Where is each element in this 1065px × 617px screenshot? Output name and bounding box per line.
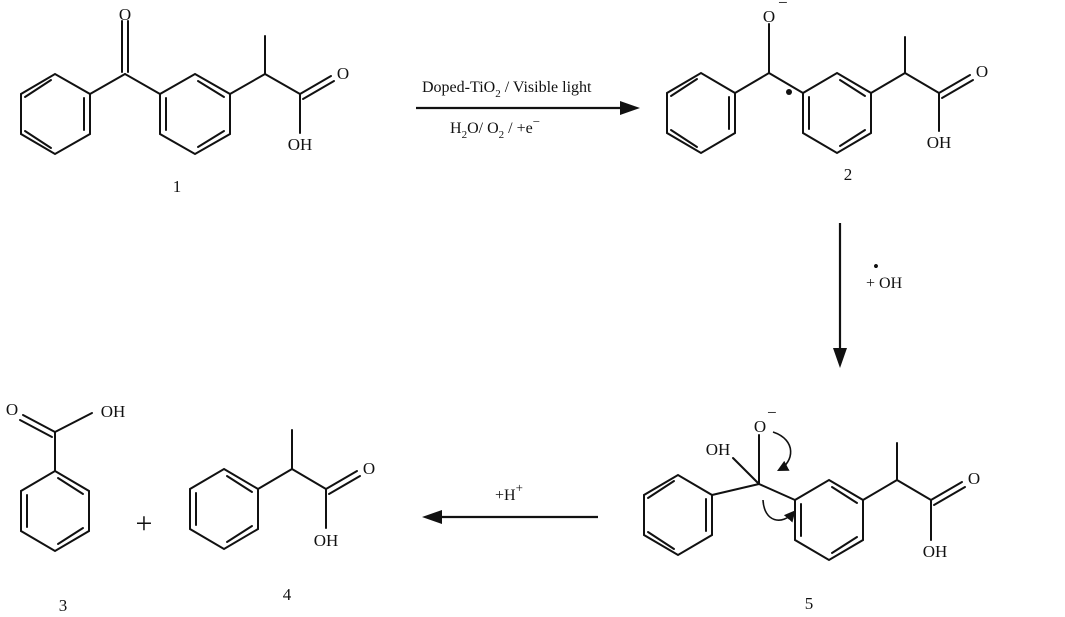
acid-oxygen-label: O — [976, 62, 988, 81]
compound-3: O OH 3 — [6, 400, 125, 615]
compound-5-number: 5 — [805, 594, 814, 613]
compound-4: O OH 4 — [189, 429, 375, 604]
carbonyl-bridge: O — [89, 5, 161, 95]
propanoic-acid-chain: O OH — [229, 35, 349, 154]
benzene-ring — [20, 469, 90, 553]
compound-5: OH O − O OH 5 — [643, 403, 980, 613]
step-3-reagent: +H+ — [495, 480, 523, 504]
acid-hydroxyl-label: OH — [314, 531, 339, 550]
acid-oxygen-label: O — [363, 459, 375, 478]
radical-dot — [786, 89, 792, 95]
oxide-negative-charge: − — [778, 0, 788, 12]
propanoic-acid-chain: O OH — [257, 429, 375, 550]
carbonyl-oxygen-label: O — [119, 5, 131, 24]
phenyl-ring — [20, 72, 91, 156]
central-ring — [159, 72, 231, 156]
hydroxyl-radical-dot: • — [873, 257, 879, 276]
compound-1-number: 1 — [173, 177, 182, 196]
oxide-negative-charge: − — [767, 403, 777, 422]
step-1-bottom-condition: H2O/ O2 / +e− — [450, 114, 540, 141]
acid-oxygen-label: O — [337, 64, 349, 83]
arrow-step-1: Doped-TiO2 / Visible light H2O/ O2 / +e− — [416, 79, 640, 141]
acid-hydroxyl-label: OH — [288, 135, 313, 154]
benzene-ring — [189, 467, 259, 551]
hydroxyl-label: OH — [706, 440, 731, 459]
oxide-oxygen-label: O — [763, 7, 775, 26]
central-ring — [794, 478, 864, 562]
arrow-step-2: • + OH — [833, 223, 903, 368]
curly-arrow-bond — [762, 499, 796, 523]
compound-3-number: 3 — [59, 596, 68, 615]
tetrahedral-center: OH O − — [706, 403, 796, 523]
compound-1: O O OH 1 — [20, 5, 349, 196]
ketyl-radical-center: O − — [734, 0, 804, 95]
compound-4-number: 4 — [283, 585, 292, 604]
propanoic-acid-chain: O OH — [862, 442, 980, 561]
oxide-oxygen-label: O — [754, 417, 766, 436]
acid-oxygen-label: O — [6, 400, 18, 419]
arrow-step-3: +H+ — [422, 480, 598, 524]
step-2-reagent: + OH — [866, 275, 903, 292]
acid-hydroxyl-label: OH — [923, 542, 948, 561]
carboxyl-group: O OH — [6, 400, 126, 472]
phenyl-ring — [643, 473, 713, 557]
acid-hydroxyl-label: OH — [927, 133, 952, 152]
acid-oxygen-label: O — [968, 469, 980, 488]
plus-sign: + — [136, 507, 153, 540]
curly-arrow-oxide — [772, 431, 792, 472]
acid-hydroxyl-label: OH — [101, 402, 126, 421]
central-ring — [802, 71, 872, 155]
propanoic-acid-chain: O OH — [870, 36, 988, 152]
step-1-top-condition: Doped-TiO2 / Visible light — [422, 79, 592, 100]
compound-2: O − O OH 2 — [666, 0, 988, 184]
phenyl-ring — [666, 71, 736, 155]
compound-2-number: 2 — [844, 165, 853, 184]
